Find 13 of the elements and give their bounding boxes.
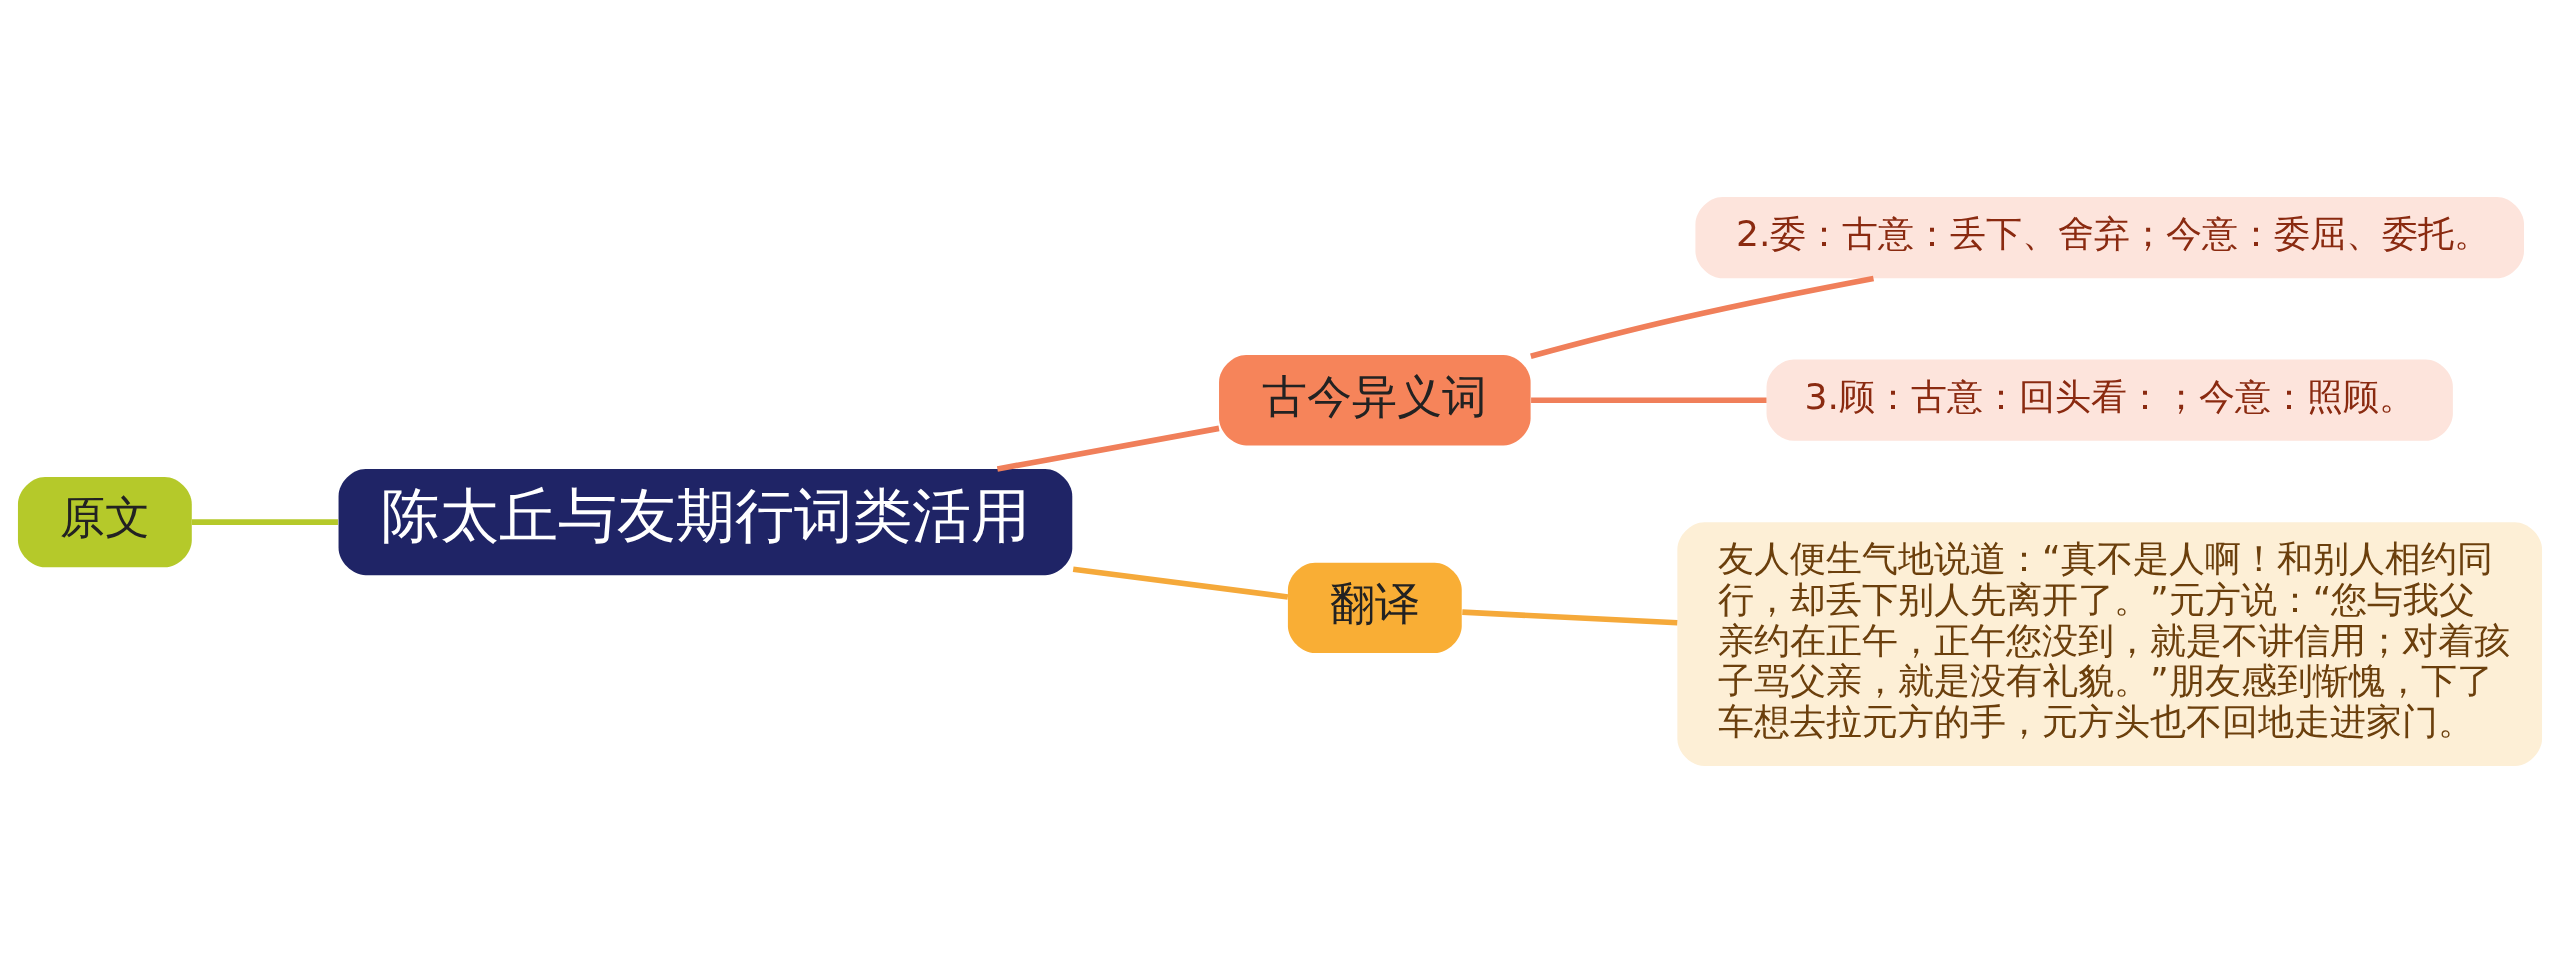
node-box: 古今异义词	[1219, 354, 1531, 445]
connector	[1072, 566, 1289, 600]
connector	[1531, 396, 1767, 403]
node-box: 3.顾：古意：回头看：；今意：照顾。	[1766, 359, 2453, 441]
node-box: 陈太丘与友期行词类活用	[338, 468, 1073, 575]
node-box: 2.委：古意：丢下、舍弃；今意：委屈、委托。	[1695, 196, 2524, 278]
connector	[191, 518, 338, 525]
node-box: 原文	[17, 476, 192, 567]
node-box: 翻译	[1287, 562, 1462, 653]
node-box: 友人便生气地说道：“真不是人啊！和别人相约同行，却丢下别人先离开了。”元方说：“您与我父亲约在正午，正午您没到，就是不讲信用；对着孩子骂父亲，就是没有礼貌。”朋友感到惭愧，下了车想去拉元方的手，元方头也不回地走进家门。	[1677, 521, 2543, 766]
connector	[1530, 275, 1875, 359]
connector	[996, 425, 1220, 472]
connector	[1462, 608, 1678, 626]
